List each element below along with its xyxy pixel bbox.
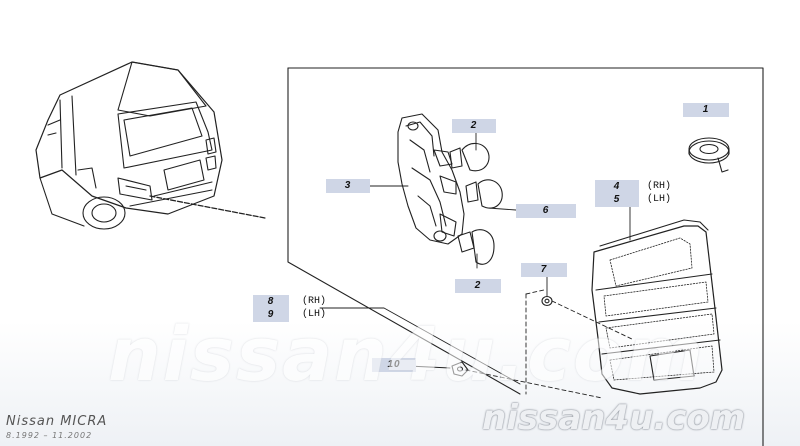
vehicle-rear-illustration [35, 61, 223, 230]
callout-3: 3 [326, 179, 370, 193]
watermark-corner: nissan4u.com [482, 398, 746, 438]
rear-combination-lamp-part [591, 219, 723, 395]
side-lh-label-89: (LH) [302, 309, 327, 320]
bulb-socket-harness-part [397, 113, 465, 245]
model-title: Nissan MICRA [6, 414, 108, 429]
leader-lines [319, 129, 631, 385]
bulb-lower-part [457, 229, 495, 265]
callout-6: 6 [516, 204, 576, 218]
callout-10: 10 [372, 358, 416, 372]
vehicle-leader-line [149, 195, 266, 219]
callout-2-upper: 2 [452, 119, 496, 133]
callout-1: 1 [683, 103, 729, 117]
callout-9: 9 [253, 308, 289, 322]
watermark-main: nissan4u.com [108, 312, 705, 398]
side-rh-label-45: (RH) [647, 181, 672, 192]
bulb-upper-part [449, 142, 490, 172]
callout-5: 5 [595, 193, 639, 207]
callout-8: 8 [253, 295, 289, 309]
fitting-dash-lines [465, 289, 635, 399]
side-lh-label-45: (LH) [647, 194, 672, 205]
callout-7: 7 [521, 263, 567, 277]
washer-part [541, 295, 553, 307]
sealing-tape-part [688, 137, 730, 173]
callout-2-lower: 2 [455, 279, 501, 293]
frame-border [287, 67, 764, 446]
side-rh-label-89: (RH) [302, 296, 327, 307]
model-production-range: 8.1992 – 11.2002 [6, 431, 93, 440]
callout-4: 4 [595, 180, 639, 194]
nut-part [451, 361, 469, 377]
bulb-middle-part [465, 179, 503, 209]
